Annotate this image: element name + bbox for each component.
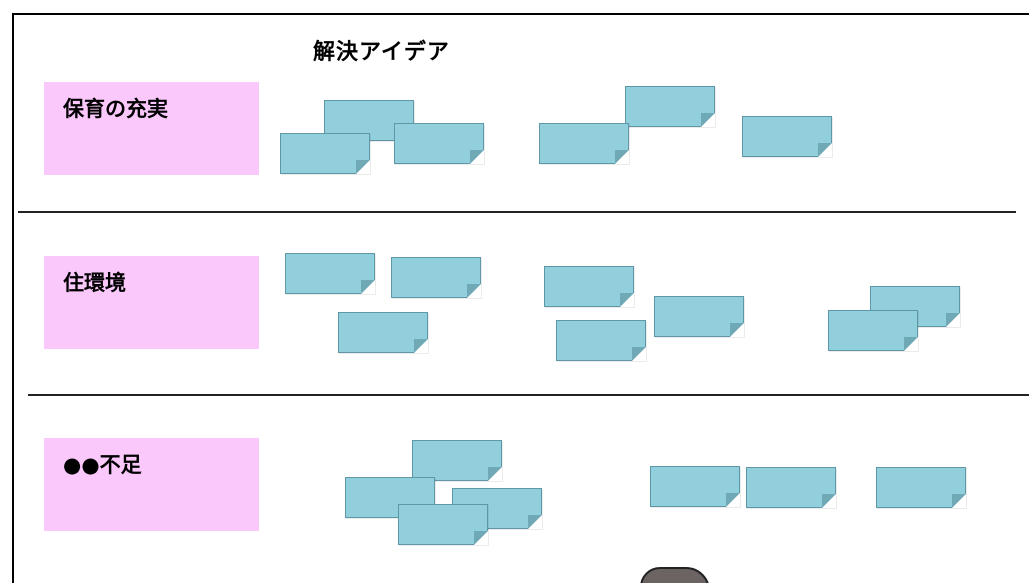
diagram-frame — [12, 13, 1029, 583]
sticky-note[interactable] — [544, 266, 634, 307]
sticky-note[interactable] — [398, 504, 488, 545]
category-childcare: 保育の充実 — [44, 82, 259, 175]
category-shortage-label: ●●不足 — [63, 453, 142, 477]
sticky-note[interactable] — [412, 440, 502, 481]
sticky-note[interactable] — [280, 133, 370, 174]
solution-ideas-title: 解決アイデア — [313, 40, 450, 65]
sticky-note[interactable] — [746, 467, 836, 508]
sticky-note[interactable] — [556, 320, 646, 361]
sticky-note[interactable] — [539, 123, 629, 164]
sticky-note[interactable] — [742, 116, 832, 157]
sticky-note[interactable] — [391, 257, 481, 298]
sticky-note[interactable] — [625, 86, 715, 127]
row-divider-1 — [18, 211, 1016, 213]
category-housing: 住環境 — [44, 256, 259, 349]
category-shortage: ●●不足 — [44, 438, 259, 531]
sticky-note[interactable] — [394, 123, 484, 164]
row-divider-2 — [28, 394, 1029, 396]
sticky-note[interactable] — [828, 310, 918, 351]
category-childcare-label: 保育の充実 — [63, 97, 168, 121]
category-housing-label: 住環境 — [63, 271, 126, 295]
sticky-note[interactable] — [285, 253, 375, 294]
sticky-note[interactable] — [876, 467, 966, 508]
sticky-note[interactable] — [338, 312, 428, 353]
sticky-note[interactable] — [650, 466, 740, 507]
sticky-note[interactable] — [654, 296, 744, 337]
